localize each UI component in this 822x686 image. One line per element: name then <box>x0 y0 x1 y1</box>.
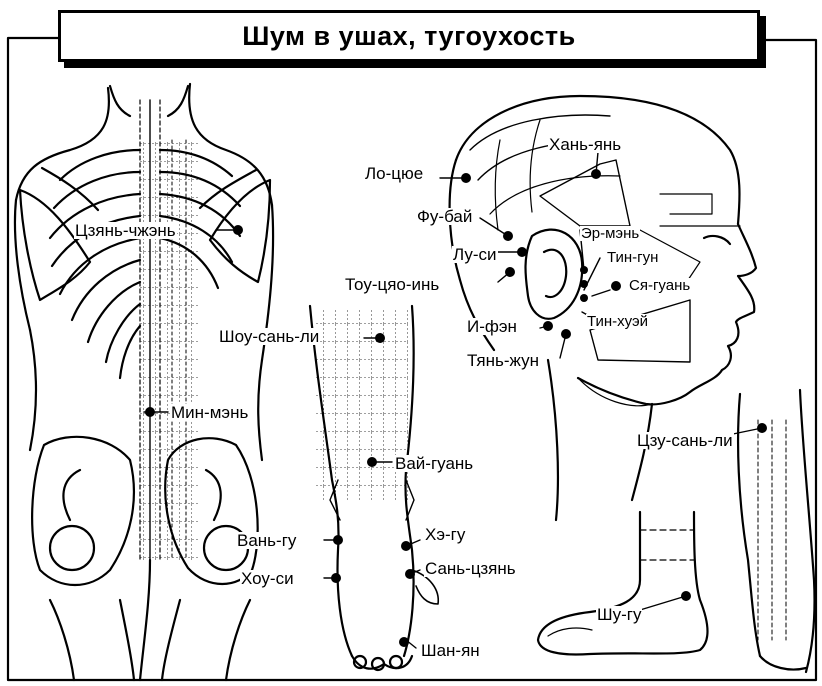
label-van-gu: Вань-гу <box>236 531 298 550</box>
acupoint-dots <box>145 169 767 647</box>
label-khan-yan: Хань-янь <box>548 135 623 154</box>
label-tyan-zhun: Тянь-жун <box>466 351 540 370</box>
forearm-hand <box>308 304 439 672</box>
label-san-tszyan: Сань-цзянь <box>424 559 517 578</box>
label-khou-si: Хоу-си <box>240 569 295 588</box>
label-er-men: Эр-мэнь <box>580 225 641 242</box>
label-tou-tsyao-in: Тоу-цяо-инь <box>344 275 441 294</box>
label-fu-bai: Фу-бай <box>416 207 474 226</box>
label-lu-si: Лу-си <box>452 245 498 264</box>
page-title: Шум в ушах, тугоухость <box>242 20 576 51</box>
label-vai-guan: Вай-гуань <box>394 454 475 473</box>
label-khe-gu: Хэ-гу <box>424 525 467 544</box>
head-profile <box>448 94 758 522</box>
label-shu-gu: Шу-гу <box>596 605 643 624</box>
label-lo-tsyue: Ло-цюе <box>364 164 425 183</box>
label-shou-san-li: Шоу-сань-ли <box>218 327 321 346</box>
label-shan-yan: Шан-ян <box>420 641 481 660</box>
title-box: Шум в ушах, тугоухость <box>58 10 760 62</box>
label-tszu-san-li: Цзу-сань-ли <box>636 431 734 450</box>
label-tin-gun: Тин-гун <box>606 249 660 266</box>
lower-leg <box>736 388 816 674</box>
label-tszyan-chzhen: Цзянь-чжэнь <box>74 221 177 240</box>
label-min-men: Мин-мэнь <box>170 403 250 422</box>
label-sya-guan: Ся-гуань <box>628 277 692 294</box>
foot <box>536 510 709 656</box>
label-i-fen: И-фэн <box>466 317 518 336</box>
label-tin-khuei: Тин-хуэй <box>586 313 650 330</box>
